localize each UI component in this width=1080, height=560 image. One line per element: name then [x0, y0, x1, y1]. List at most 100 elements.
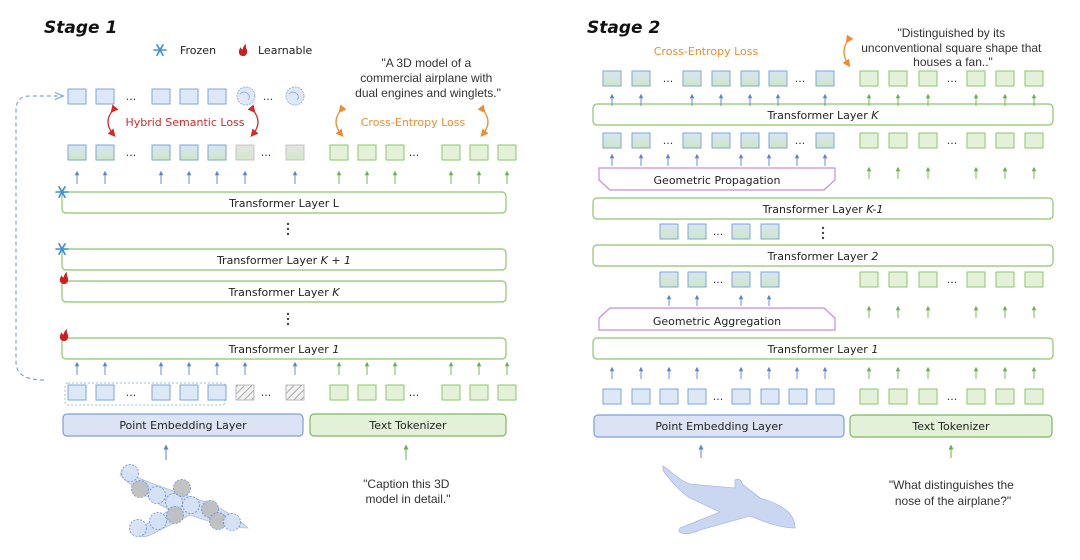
stage1-title: Stage 1: [44, 18, 117, 38]
snowflake-stroke: [58, 243, 66, 255]
stage2-input-point-token: [631, 388, 651, 405]
stage2-hidden-text-token: [918, 132, 938, 149]
legend-frozen-label: Frozen: [180, 44, 216, 57]
token-ellipsis: ...: [947, 134, 958, 147]
stage1-cross-entropy-loss: Cross-Entropy Loss: [335, 104, 489, 137]
transformer-layer-label: Transformer Layer 1: [228, 343, 340, 356]
stage2-output-point-token: [768, 70, 788, 87]
stage2-input-text-token: [1024, 388, 1044, 405]
stage1-point-embedding-label: Point Embedding Layer: [119, 419, 247, 432]
token-ellipsis: ...: [261, 146, 272, 159]
transformer-layer-box: [61, 248, 507, 271]
token-ellipsis: ...: [663, 134, 674, 147]
stage1-masked-token: [285, 384, 305, 401]
stage1-reconstructed-point-token: [95, 88, 115, 105]
hybrid-semantic-loss-label: Hybrid Semantic Loss: [125, 116, 244, 129]
stage2-hidden-text-token: [995, 271, 1015, 288]
visible-patch: [149, 512, 167, 530]
visible-patch: [148, 486, 166, 504]
transformer-layer-box: [61, 280, 507, 303]
stage2-point-embedding-layer: [593, 414, 845, 438]
token-ellipsis: ...: [261, 386, 272, 399]
stage2-input-point-token: [687, 388, 707, 405]
masked-point-cloud-airplane: [119, 464, 249, 538]
stage1-output-point-token: [179, 144, 199, 161]
stage2-text-tokenizer: [849, 414, 1053, 438]
stage2-input-point-token: [731, 388, 751, 405]
visible-patch: [182, 496, 200, 514]
stage1-reconstructed-point-token: [207, 88, 227, 105]
stage1-input-point-token: [67, 384, 87, 401]
frozen-icon: [55, 186, 69, 198]
masked-patch: [173, 479, 191, 497]
stage2-input-point-token: [659, 388, 679, 405]
stage2-input-point-token: [760, 388, 780, 405]
stage2-output-text-token: [1024, 70, 1044, 87]
stage2-input-text-token: [888, 388, 908, 405]
stage2-transformer-layer: Transformer Layer K: [592, 103, 1054, 126]
legend: Frozen Learnable: [153, 44, 313, 57]
stage2-hidden-text-token: [888, 271, 908, 288]
stage2-hidden-text-token: [888, 132, 908, 149]
transformer-layer-box: [592, 337, 1054, 360]
stage1-input-point-token: [151, 384, 171, 401]
stage1-input-text-token: [357, 384, 377, 401]
stage2-transformer-layer: Transformer Layer 1: [592, 337, 1054, 360]
stage2-input-text-token: [966, 388, 986, 405]
stage1-reconstructed-point-token: [179, 88, 199, 105]
token-ellipsis: ...: [126, 90, 137, 103]
patch-sphere: [285, 86, 305, 106]
stage1-output-text-token: [469, 144, 489, 161]
stage2-hidden-text-token: [1024, 271, 1044, 288]
stage2-output-text-token: [995, 70, 1015, 87]
frozen-icon: [55, 243, 69, 255]
stage2-propagated-point-token: [740, 132, 760, 149]
snowflake-stroke: [58, 186, 66, 198]
stage2-output-caption: "Distinguished by its unconventional squ…: [861, 26, 1044, 69]
stage1-output-text-token: [441, 144, 461, 161]
stage2-hidden-text-token: [859, 271, 879, 288]
stage1-output-text-token: [385, 144, 405, 161]
stage2-output-point-token: [602, 70, 622, 87]
stage2-input-prompt: "What distinguishes the nose of the airp…: [889, 478, 1017, 508]
transformer-layer-label: Transformer Layer 2: [767, 250, 879, 263]
stage2-hidden-text-token: [859, 132, 879, 149]
stage1-input-prompt: "Caption this 3D model in detail.": [363, 477, 453, 506]
stage2-coarse-point-token: [760, 223, 780, 240]
masked-patch: [131, 480, 149, 498]
stage1-masked-token: [235, 384, 255, 401]
flame-shape: [59, 272, 69, 284]
stage1-reconstructed-point-token: [151, 88, 171, 105]
reconstructed-patch-token: [236, 86, 256, 106]
stage2-title: Stage 2: [587, 18, 660, 38]
stage2-coarse-point-token: [731, 223, 751, 240]
stage1-input-text-token: [497, 384, 517, 401]
token-ellipsis: ...: [795, 134, 806, 147]
token-ellipsis: ...: [947, 72, 958, 85]
stage2-coarse-point-token: [687, 223, 707, 240]
stage2-input-text-token: [859, 388, 879, 405]
transformer-layer-label: Transformer Layer L: [228, 197, 340, 210]
stage2-transformer-layer: Transformer Layer K-1: [592, 197, 1054, 220]
transformer-layer-box: [61, 337, 507, 360]
stage2-coarse-point-token: [731, 271, 751, 288]
stage2-propagated-point-token: [631, 132, 651, 149]
transformer-layer-label: Transformer Layer K + 1: [216, 254, 351, 267]
stage1-layer-ellipsis-upper: [286, 222, 290, 236]
transformer-layer-label: Transformer Layer K-1: [762, 203, 884, 216]
stage2-output-text-token: [918, 70, 938, 87]
stage2-propagated-point-token: [602, 132, 622, 149]
stage2-output-point-token: [682, 70, 702, 87]
learnable-icon: [59, 329, 69, 341]
stage2-coarse-point-token: [659, 223, 679, 240]
stage2-input-point-token: [602, 388, 622, 405]
patch-detail: [239, 91, 250, 101]
stage1-output-text-token: [357, 144, 377, 161]
stage1-output-text-token: [329, 144, 349, 161]
transformer-layer-label: Transformer Layer K: [228, 286, 341, 299]
token-ellipsis: ...: [663, 72, 674, 85]
stage1-cross-entropy-loss-label: Cross-Entropy Loss: [361, 116, 466, 129]
visible-patch: [165, 493, 183, 511]
stage2-layer-ellipsis: [821, 226, 825, 240]
stage1-transformer-layer: Transformer Layer K: [59, 272, 507, 303]
